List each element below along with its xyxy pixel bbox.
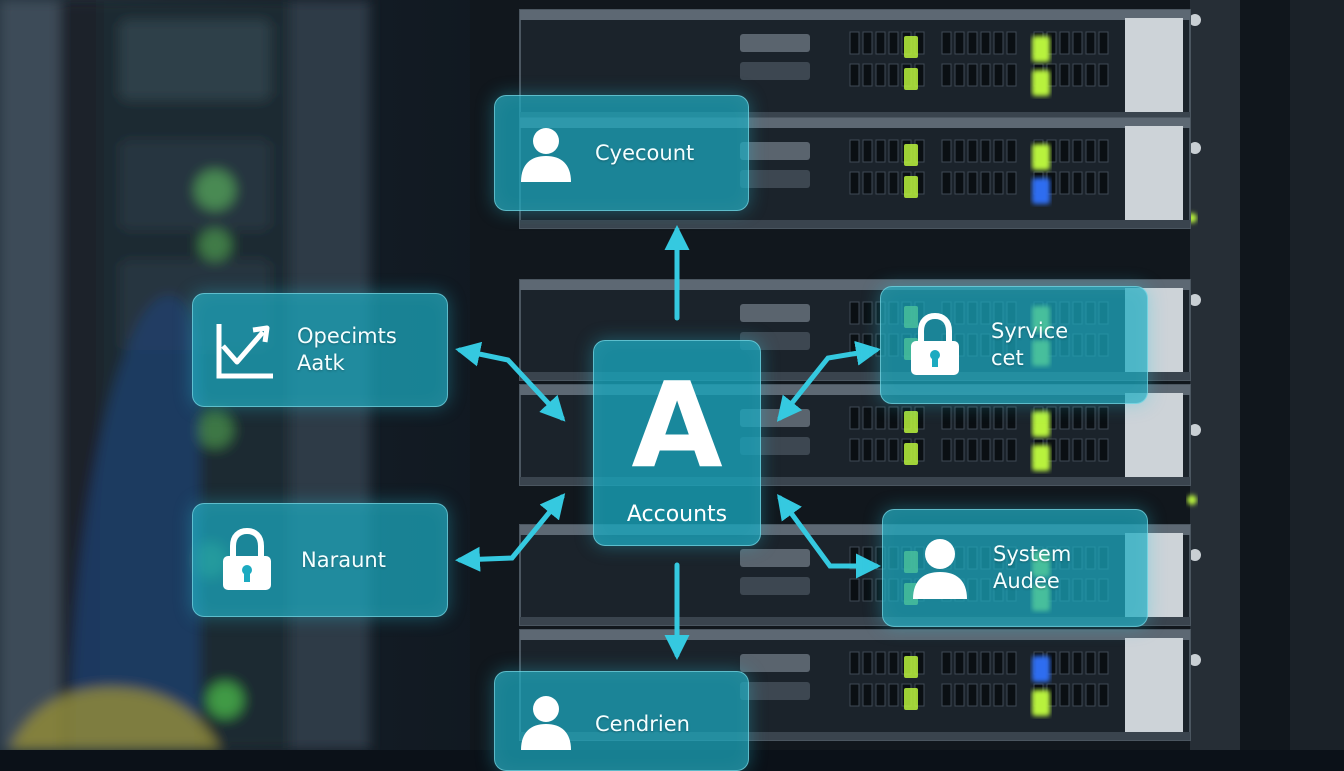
user-icon (515, 122, 577, 184)
center-label: Accounts (626, 501, 728, 527)
lock-icon (907, 313, 963, 377)
user-icon (515, 690, 577, 752)
node-left-bottom[interactable]: Naraunt (192, 503, 448, 617)
node-bottom-label: Cendrien (595, 711, 690, 736)
node-center-accounts[interactable]: A Accounts (593, 340, 761, 546)
lock-icon (219, 528, 275, 592)
connector-arrows (455, 225, 881, 660)
node-bottom[interactable]: Cendrien (494, 671, 749, 771)
node-top-label: Cyecount (595, 140, 695, 165)
node-left-bottom-label: Naraunt (301, 547, 386, 572)
node-top[interactable]: Cyecount (494, 95, 749, 211)
chart-icon (215, 320, 277, 380)
center-letter: A (631, 355, 723, 494)
user-icon (909, 535, 971, 601)
